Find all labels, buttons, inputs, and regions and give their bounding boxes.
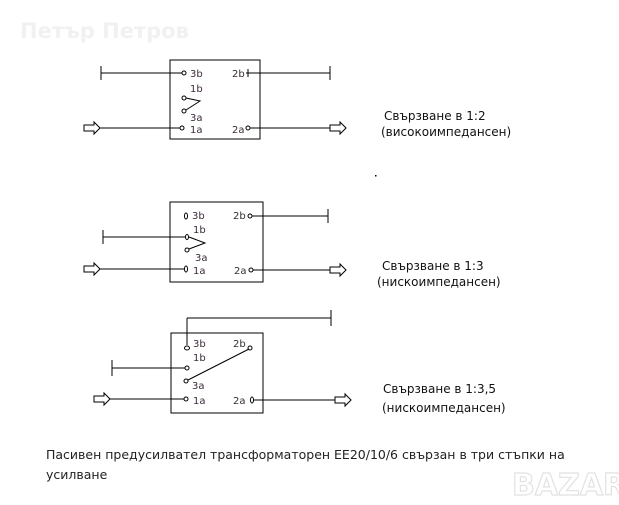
output-arrow-icon [329, 120, 347, 136]
pin-1b-contact [185, 234, 189, 240]
jumper-1b-3a [185, 97, 202, 111]
pin-label-3a: 3a [192, 381, 205, 392]
pin-1b-contact [181, 95, 187, 101]
pin-label-1a: 1a [193, 266, 206, 277]
pin-label-2b: 2b [232, 69, 245, 80]
pin-2a-contact [250, 396, 254, 404]
pin-label-3b: 3b [193, 339, 206, 350]
pin-label-2a: 2a [233, 396, 246, 407]
jumper-3a-2b [187, 348, 250, 381]
jumper-1b-3a [188, 236, 207, 250]
pin-1a-contact [184, 265, 188, 273]
pin-label-1b: 1b [190, 84, 203, 95]
pin-label-1a: 1a [193, 396, 206, 407]
pin-1a-contact [183, 396, 189, 402]
diagram-1-2: 3b 2b 1b 3a 1a 2a Свързване в 1:2 (висок… [83, 59, 511, 177]
transformer-box [169, 59, 261, 140]
pin-1b-contact [184, 365, 190, 371]
watermark-author: Петър Петров [20, 19, 189, 43]
pin-3b-contact [184, 345, 190, 351]
watermark-bazar: BAZAR [512, 468, 619, 503]
pin-3b-contact [181, 70, 187, 76]
connection-title: Свързване в 1:3,5 [383, 382, 496, 396]
pin-label-3b: 3b [192, 211, 205, 222]
pin-3b-contact [184, 212, 188, 220]
connection-title: Свързване в 1:2 [384, 109, 486, 123]
input-arrow-icon [83, 120, 101, 136]
pin-3a-contact [184, 247, 190, 253]
transformer-box [170, 332, 264, 414]
caption-line-1: Пасивен предусилвател трансформаторен EE… [46, 447, 565, 462]
input-arrow-icon [83, 261, 101, 277]
connection-subtitle: (нискоимпедансен) [377, 275, 501, 289]
connection-subtitle: (нискоимпедансен) [382, 401, 506, 415]
pin-label-2a: 2a [232, 125, 245, 136]
pin-label-2a: 2a [234, 266, 247, 277]
caption-line-2: усилване [46, 467, 108, 482]
pin-label-2b: 2b [233, 339, 246, 350]
pin-label-1b: 1b [193, 353, 206, 364]
pin-3a-contact [183, 378, 189, 384]
pin-2a-contact [248, 267, 254, 273]
pin-label-3a: 3a [190, 113, 203, 124]
pin-label-2b: 2b [233, 211, 246, 222]
pin-2a-contact [245, 125, 251, 131]
output-arrow-icon [334, 392, 352, 408]
connection-subtitle: (високоимпедансен) [381, 125, 511, 139]
pin-label-3a: 3a [195, 253, 208, 264]
diagram-1-3-5: 3b 2b 1b 3a 1a 2a Свързване в 1:3,5 (нис… [93, 310, 506, 415]
transformer-box [169, 201, 264, 283]
output-arrow-icon [329, 262, 347, 278]
pin-label-3b: 3b [190, 69, 203, 80]
connection-title: Свързване в 1:3 [382, 259, 484, 273]
input-arrow-icon [93, 391, 111, 407]
pin-label-1a: 1a [190, 125, 203, 136]
diagram-1-3: 3b 2b 1b 3a 1a 2a Свързване в 1:3 (ниско… [83, 201, 501, 289]
pin-label-1b: 1b [193, 225, 206, 236]
pin-2b-contact [247, 213, 253, 219]
pin-1a-contact [179, 125, 185, 131]
pin-3a-contact [181, 108, 187, 114]
